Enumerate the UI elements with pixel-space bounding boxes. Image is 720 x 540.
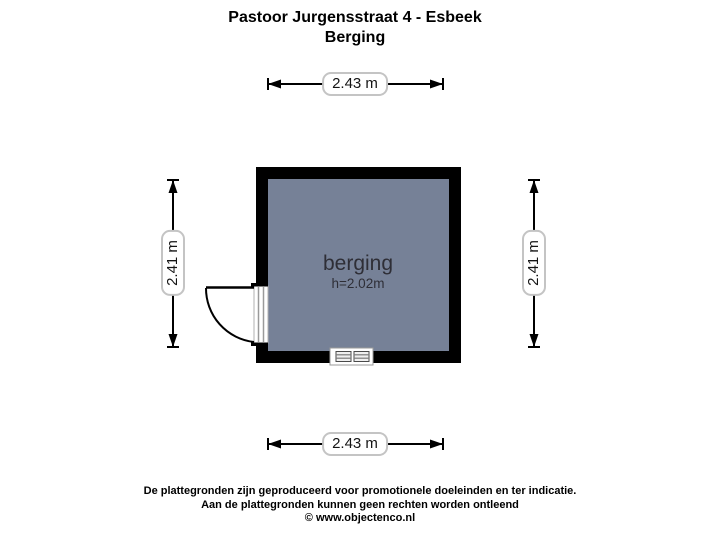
door: [204, 283, 269, 346]
door-swing-arc: [204, 287, 255, 343]
room-label: berging h=2.02m: [323, 252, 393, 292]
door-opening-cap-bottom: [251, 342, 268, 346]
door-opening: [253, 285, 269, 344]
disclaimer-line-2: Aan de plattegronden kunnen geen rechten…: [201, 498, 519, 511]
copyright-line: © www.objectenco.nl: [304, 512, 416, 524]
room-ceiling-height: h=2.02m: [331, 276, 385, 291]
disclaimer-line-1: De plattegronden zijn geproduceerd voor …: [143, 485, 577, 497]
top-dimension-label: 2.43 m: [322, 72, 388, 96]
room-floor: [268, 179, 449, 351]
door-opening-cap-top: [251, 283, 268, 287]
footer-disclaimer: De plattegronden zijn geproduceerd voor …: [0, 485, 720, 526]
window-pane-right: [353, 351, 370, 362]
bottom-dimension-label: 2.43 m: [322, 432, 388, 456]
room-name: berging: [322, 252, 394, 275]
page-title: Pastoor Jurgensstraat 4 - Esbeek Berging: [228, 8, 481, 48]
left-dimension-label: 2.41 m: [161, 230, 185, 296]
window-pane-left: [335, 351, 352, 362]
title-address: Pastoor Jurgensstraat 4 - Esbeek: [228, 9, 482, 26]
window: [329, 347, 374, 366]
title-room-type: Berging: [324, 29, 386, 46]
right-dimension-label: 2.41 m: [522, 230, 546, 296]
